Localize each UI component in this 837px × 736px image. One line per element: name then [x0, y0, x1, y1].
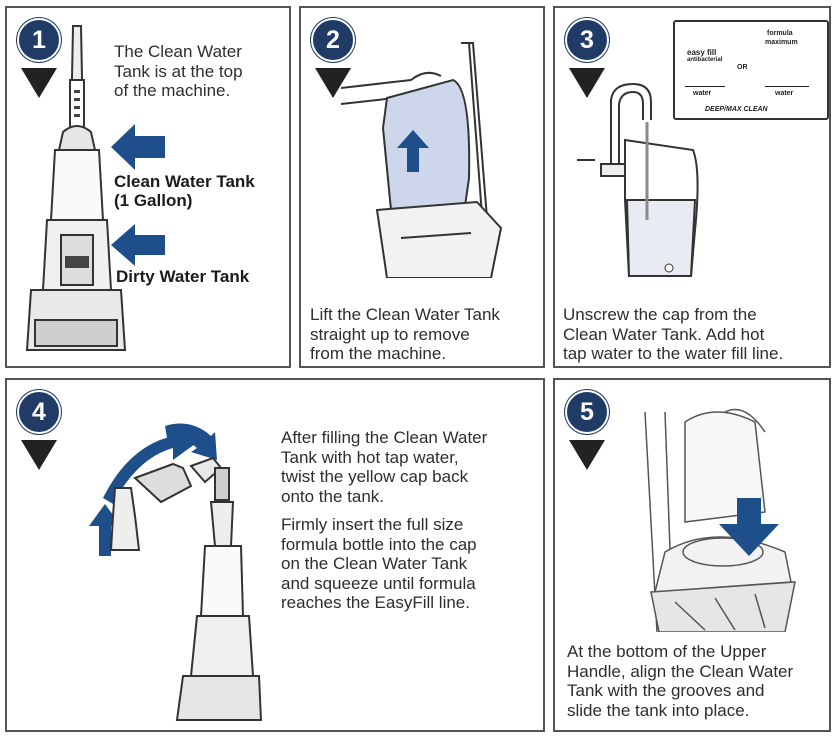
- step-3-badge: 3: [565, 18, 609, 98]
- step-1-panel: 1 The Clean Water Tank is at the top of …: [5, 6, 291, 368]
- step-3-text: Unscrew the cap from the Clean Water Tan…: [563, 305, 784, 363]
- step-number: 5: [565, 390, 609, 434]
- down-triangle-icon: [315, 68, 351, 98]
- formula-bottle-illustration: [89, 423, 263, 721]
- down-triangle-icon: [569, 440, 605, 470]
- step-5-badge: 5: [565, 390, 609, 470]
- down-triangle-icon: [21, 440, 57, 470]
- step-2-badge: 2: [311, 18, 355, 98]
- step-4-badge: 4: [17, 390, 61, 470]
- dirty-water-tank-label: Dirty Water Tank: [116, 267, 250, 286]
- step-1-text: The Clean Water Tank is at the top of th…: [114, 42, 243, 100]
- step-4-text-1: After filling the Clean Water Tank with …: [281, 428, 488, 506]
- fill-line-label-card: formula maximum easy fill antibacterial …: [673, 20, 829, 120]
- insert-tank-illustration: [644, 408, 796, 632]
- step-4-text-2: Firmly insert the full size formula bott…: [281, 515, 477, 612]
- down-triangle-icon: [569, 68, 605, 98]
- step-4-panel: 4 After filling the Clean Water Tank wit…: [5, 378, 545, 732]
- lift-tank-illustration: [341, 42, 503, 278]
- step-3-panel: 3 formula maximum easy fill antibacteria…: [553, 6, 831, 368]
- step-number: 3: [565, 18, 609, 62]
- step-number: 4: [17, 390, 61, 434]
- step-2-panel: 2 Lift the Clean Water Tank straight up …: [299, 6, 545, 368]
- faucet-fill-illustration: [577, 82, 699, 277]
- step-1-badge: 1: [17, 18, 61, 98]
- carpet-cleaner-illustration: [25, 25, 127, 351]
- step-number: 1: [17, 18, 61, 62]
- step-2-text: Lift the Clean Water Tank straight up to…: [310, 305, 500, 363]
- step-number: 2: [311, 18, 355, 62]
- step-5-panel: 5 At the bottom of the Upper Handle, ali…: [553, 378, 831, 732]
- step-5-text: At the bottom of the Upper Handle, align…: [567, 642, 794, 720]
- dirty-tank-arrow-icon: [111, 224, 165, 266]
- down-triangle-icon: [21, 68, 57, 98]
- clean-tank-arrow-icon: [111, 124, 165, 170]
- clean-water-tank-label: Clean Water Tank (1 Gallon): [114, 172, 255, 210]
